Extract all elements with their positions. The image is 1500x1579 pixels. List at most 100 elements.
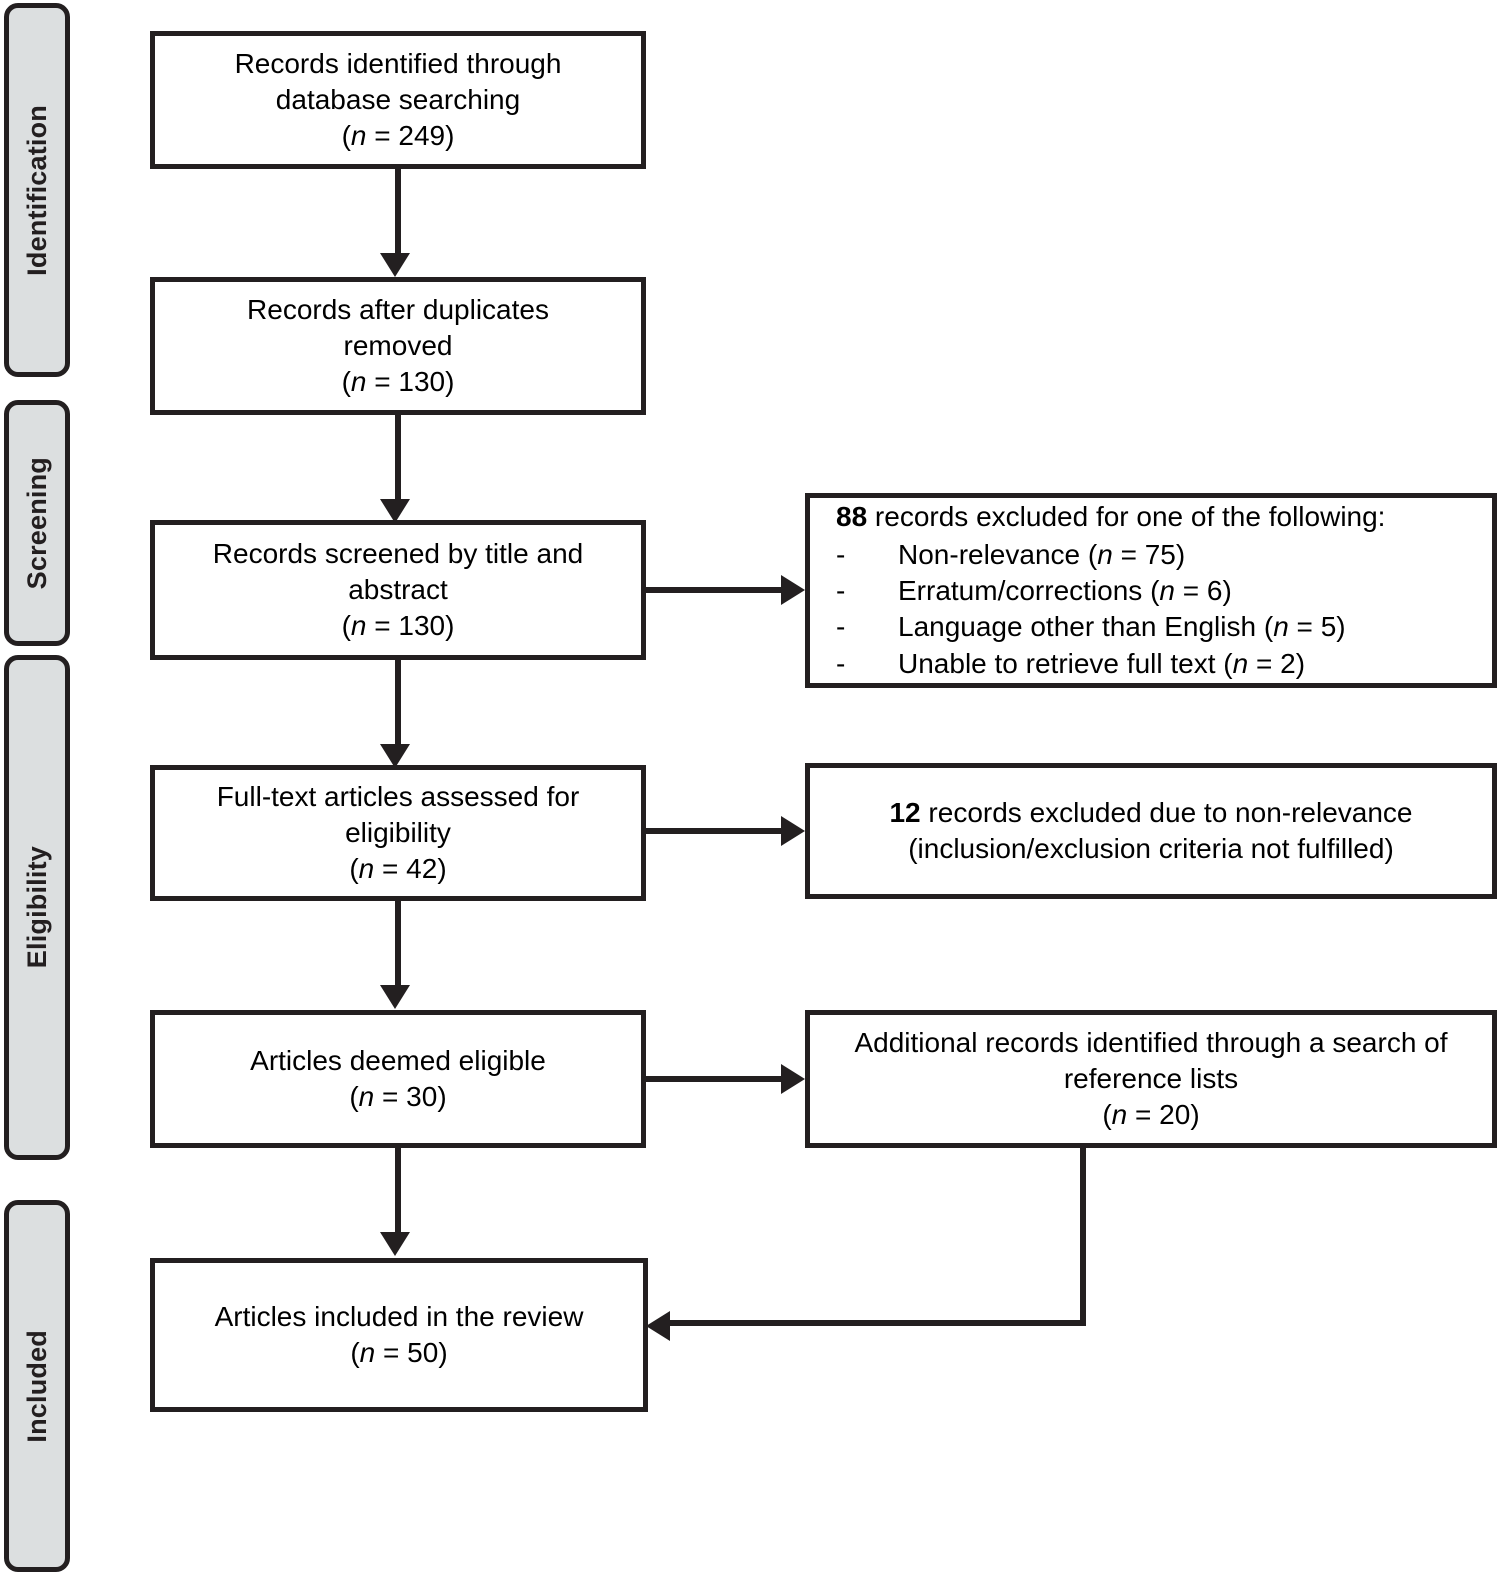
box-articles-eligible-text: Articles deemed eligible (n = 30) — [165, 1043, 631, 1115]
eligible-n: 30 — [406, 1081, 438, 1112]
stage-tab-screening[interactable]: Screening — [4, 400, 70, 646]
dedup-n: 130 — [398, 365, 446, 397]
included-count: (n = 50) — [350, 1337, 448, 1368]
excluded-eligibility-count: 12 — [889, 797, 921, 829]
reason-3-n: 2 — [1280, 647, 1296, 679]
reason-1-text: Erratum/corrections — [898, 575, 1143, 607]
bullet-dash: - — [836, 611, 846, 643]
fulltext-n: 42 — [406, 852, 438, 884]
fulltext-line2: eligibility — [345, 817, 451, 849]
box-records-after-duplicates: Records after duplicates removed (n = 13… — [150, 277, 646, 415]
box-additional-records: Additional records identified through a … — [805, 1010, 1497, 1148]
records-identified-count: (n = 249) — [341, 119, 455, 151]
connector-identified-to-dedup — [395, 169, 401, 255]
bullet-dash: - — [836, 538, 846, 570]
records-identified-line2: database searching — [275, 84, 521, 116]
excluded-screening-reason-list: -Non-relevance (n = 75) -Erratum/correct… — [836, 537, 1482, 683]
reason-3-text: Unable to retrieve full text — [898, 647, 1216, 679]
box-records-screened-text: Records screened by title and abstract (… — [165, 536, 631, 643]
list-item: -Language other than English (n = 5) — [836, 609, 1482, 645]
stage-label-eligibility: Eligibility — [21, 846, 52, 969]
arrowhead-fulltext-to-excluded — [781, 816, 805, 846]
n-italic: n — [358, 1081, 375, 1112]
screened-line2: abstract — [348, 574, 448, 606]
eligible-line1: Articles deemed eligible — [250, 1045, 546, 1077]
bullet-dash: - — [836, 575, 846, 607]
list-item: -Non-relevance (n = 75) — [836, 537, 1482, 573]
included-n: 50 — [407, 1337, 439, 1368]
arrowhead-additional-to-included — [646, 1311, 670, 1341]
dedup-line1: Records after duplicates — [247, 294, 549, 326]
stage-tab-included[interactable]: Included — [4, 1200, 70, 1572]
reason-1-n: 6 — [1206, 575, 1223, 607]
excluded-eligibility-line1: 12 records excluded due to non-relevance — [889, 797, 1412, 828]
bullet-dash: - — [836, 647, 846, 679]
reason-0-text: Non-relevance — [898, 538, 1081, 570]
box-records-identified-text: Records identified through database sear… — [165, 46, 631, 153]
records-identified-line1: Records identified through — [234, 48, 562, 80]
excluded-eligibility-line2: (inclusion/exclusion criteria not fulfil… — [908, 833, 1394, 864]
connector-fulltext-to-excluded — [646, 828, 783, 834]
additional-count: (n = 20) — [1102, 1098, 1200, 1130]
included-line1: Articles included in the review — [214, 1301, 584, 1333]
screened-line1: Records screened by title and — [212, 538, 584, 570]
eligible-count: (n = 30) — [349, 1081, 447, 1112]
n-italic: n — [1273, 611, 1289, 643]
n-italic: n — [1111, 1098, 1128, 1130]
dedup-count: (n = 130) — [341, 365, 455, 397]
box-excluded-screening-text: 88 records excluded for one of the follo… — [820, 499, 1482, 682]
box-records-after-duplicates-text: Records after duplicates removed (n = 13… — [165, 292, 631, 399]
box-fulltext-assessed-text: Full-text articles assessed for eligibil… — [165, 779, 631, 886]
reason-2-n: 5 — [1320, 611, 1337, 643]
excluded-screening-heading-rest: records excluded for one of the followin… — [867, 500, 1386, 532]
fulltext-line1: Full-text articles assessed for — [216, 781, 580, 813]
screened-count: (n = 130) — [341, 609, 455, 641]
excluded-screening-heading: 88 records excluded for one of the follo… — [836, 499, 1482, 535]
dedup-line2: removed — [343, 330, 453, 362]
n-italic: n — [350, 365, 367, 397]
connector-screened-to-fulltext — [395, 660, 401, 748]
box-additional-records-text: Additional records identified through a … — [820, 1025, 1482, 1132]
stage-label-identification: Identification — [21, 104, 52, 276]
reason-2-text: Language other than English — [898, 611, 1257, 643]
box-excluded-eligibility-text: 12 records excluded due to non-relevance… — [820, 795, 1482, 867]
connector-additional-elbow-horizontal — [670, 1320, 1086, 1326]
connector-eligible-to-additional — [646, 1076, 783, 1082]
additional-line2: reference lists — [1063, 1063, 1239, 1095]
box-fulltext-assessed: Full-text articles assessed for eligibil… — [150, 765, 646, 901]
reason-0-n: 75 — [1144, 538, 1176, 570]
stage-label-included: Included — [21, 1329, 52, 1443]
n-italic: n — [350, 609, 367, 641]
connector-eligible-to-included — [395, 1148, 401, 1236]
box-articles-included-text: Articles included in the review (n = 50) — [165, 1299, 633, 1371]
n-italic: n — [359, 1337, 376, 1368]
list-item: -Unable to retrieve full text (n = 2) — [836, 646, 1482, 682]
arrowhead-screened-to-excluded — [781, 575, 805, 605]
screened-n: 130 — [398, 609, 446, 641]
excluded-eligibility-line1-rest: records excluded due to non-relevance — [920, 797, 1413, 829]
n-italic: n — [1159, 575, 1175, 607]
fulltext-count: (n = 42) — [349, 852, 447, 884]
box-records-identified: Records identified through database sear… — [150, 31, 646, 169]
arrowhead-screened-to-fulltext — [380, 744, 410, 768]
box-records-screened: Records screened by title and abstract (… — [150, 520, 646, 660]
excluded-screening-count: 88 — [836, 500, 868, 532]
arrowhead-fulltext-to-eligible — [380, 985, 410, 1009]
stage-tab-identification[interactable]: Identification — [4, 3, 70, 377]
connector-screened-to-excluded — [646, 587, 783, 593]
box-excluded-screening: 88 records excluded for one of the follo… — [805, 493, 1497, 688]
arrowhead-eligible-to-additional — [781, 1064, 805, 1094]
stage-tab-eligibility[interactable]: Eligibility — [4, 655, 70, 1160]
box-excluded-eligibility: 12 records excluded due to non-relevance… — [805, 763, 1497, 899]
arrowhead-identified-to-dedup — [380, 253, 410, 277]
list-item: -Erratum/corrections (n = 6) — [836, 573, 1482, 609]
arrowhead-eligible-to-included — [380, 1232, 410, 1256]
records-identified-n: 249 — [398, 119, 446, 151]
arrowhead-dedup-to-screened — [380, 499, 410, 523]
n-italic: n — [358, 852, 375, 884]
n-italic: n — [1232, 647, 1249, 679]
box-articles-included: Articles included in the review (n = 50) — [150, 1258, 648, 1412]
stage-label-screening: Screening — [21, 456, 52, 590]
additional-n: 20 — [1159, 1098, 1191, 1130]
additional-line1: Additional records identified through a … — [854, 1027, 1448, 1059]
